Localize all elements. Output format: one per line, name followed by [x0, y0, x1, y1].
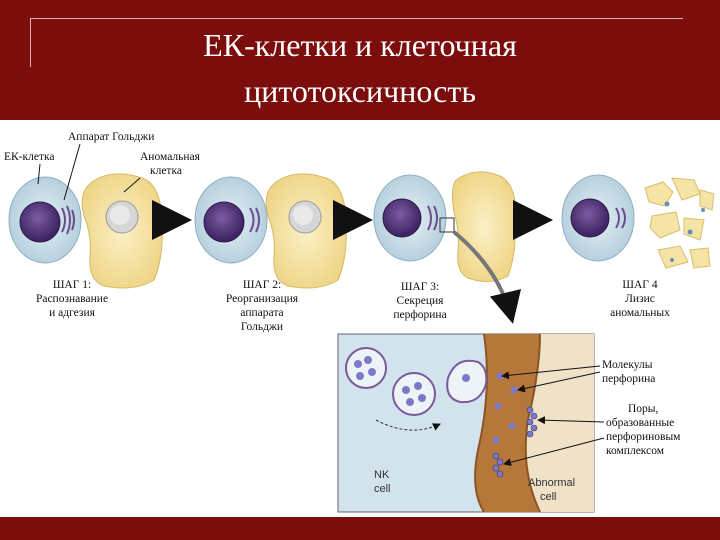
- title-line-2: цитотоксичность: [244, 73, 476, 109]
- svg-text:Реорганизация: Реорганизация: [226, 293, 299, 305]
- abnormal-cell: [451, 171, 517, 282]
- svg-text:ШАГ 1:: ШАГ 1:: [53, 279, 91, 291]
- svg-text:ШАГ 2:: ШАГ 2:: [243, 279, 281, 291]
- abnormal-cell-label-2: клетка: [150, 165, 182, 177]
- svg-text:Секреция: Секреция: [397, 295, 445, 307]
- svg-text:аппарата: аппарата: [240, 307, 283, 319]
- svg-text:ШАГ 4: ШАГ 4: [622, 279, 657, 291]
- step-3-caption: ШАГ 3: Секреция перфорина: [393, 281, 446, 321]
- nk-cell-inset-label-2: cell: [374, 483, 391, 495]
- step-3-cells: [373, 171, 522, 324]
- pores-label-2: образованные: [606, 417, 674, 429]
- granule-movement-arrow: [375, 419, 441, 431]
- abnormal-cell-leader: [123, 177, 141, 193]
- zoom-arrow: [452, 230, 522, 324]
- diagram-panel: Аппарат Гольджи ЕК-клетка Аномальная кле…: [0, 120, 720, 517]
- abnormal-cell-inset-label-2: cell: [540, 491, 557, 503]
- perforin-pore: [492, 452, 504, 478]
- step-2-caption: ШАГ 2: Реорганизация аппарата Гольджи: [226, 279, 299, 333]
- perforin-molecules: [492, 372, 518, 444]
- bottom-bar: [0, 517, 720, 540]
- step-4-cells: [561, 174, 715, 269]
- perforin-label-1: Молекулы: [602, 359, 653, 371]
- slide-title: ЕК-клетки и клеточная цитотоксичность: [0, 22, 720, 114]
- pores-label-1: Поры,: [628, 403, 659, 415]
- fusing-granule: [446, 359, 488, 404]
- golgi-apparatus: [61, 205, 75, 235]
- step-1-caption: ШАГ 1: Распознавание и адгезия: [36, 279, 108, 319]
- step-1-cells: [8, 173, 163, 289]
- svg-text:перфорина: перфорина: [393, 309, 446, 321]
- svg-text:аномальных: аномальных: [610, 307, 670, 319]
- golgi-label: Аппарат Гольджи: [68, 131, 154, 143]
- svg-text:Распознавание: Распознавание: [36, 293, 108, 305]
- perforin-label-2: перфорина: [602, 373, 655, 385]
- svg-text:Лизис: Лизис: [625, 293, 655, 305]
- perforin-pore: [526, 406, 538, 438]
- nucleus: [19, 201, 61, 243]
- granule: [345, 347, 387, 389]
- title-line-1: ЕК-клетки и клеточная: [203, 27, 517, 63]
- step-4-caption: ШАГ 4 Лизис аномальных: [610, 279, 670, 319]
- perforin-leader: [501, 365, 601, 380]
- golgi-apparatus: [249, 207, 260, 233]
- granule: [392, 372, 436, 416]
- golgi-leader: [63, 143, 81, 201]
- zoom-box: [439, 217, 455, 233]
- svg-text:ШАГ 3:: ШАГ 3:: [401, 281, 439, 293]
- nk-cell-inset-label-1: NK: [374, 469, 390, 481]
- nucleus: [570, 198, 610, 238]
- svg-text:Гольджи: Гольджи: [241, 321, 283, 333]
- pores-label-4: комплексом: [606, 445, 665, 457]
- abnormal-cytoplasm: [525, 334, 594, 512]
- lysed-cell-fragments: [644, 177, 715, 269]
- abnormal-cell-inset-label-1: Abnormal: [528, 477, 575, 489]
- svg-text:и адгезия: и адгезия: [49, 307, 95, 319]
- nk-cell-leader: [37, 163, 41, 185]
- nk-cell-label: ЕК-клетка: [4, 151, 55, 163]
- step-2-cells: [194, 173, 347, 289]
- abnormal-cell-label-1: Аномальная: [140, 151, 201, 163]
- perforin-leader-2: [517, 371, 601, 393]
- perforin-inset: NK cell Abnormal cell: [337, 333, 595, 513]
- golgi-apparatus: [427, 205, 438, 231]
- pores-label-3: перфориновым: [606, 431, 681, 443]
- nk-cytotoxicity-diagram: Аппарат Гольджи ЕК-клетка Аномальная кле…: [4, 131, 715, 513]
- pores-leader: [537, 416, 605, 425]
- nucleus: [203, 201, 245, 243]
- title-frame: [30, 18, 683, 67]
- golgi-apparatus: [615, 207, 626, 229]
- pores-leader-2: [503, 437, 605, 467]
- membrane-band: [475, 334, 540, 512]
- nucleus: [382, 198, 422, 238]
